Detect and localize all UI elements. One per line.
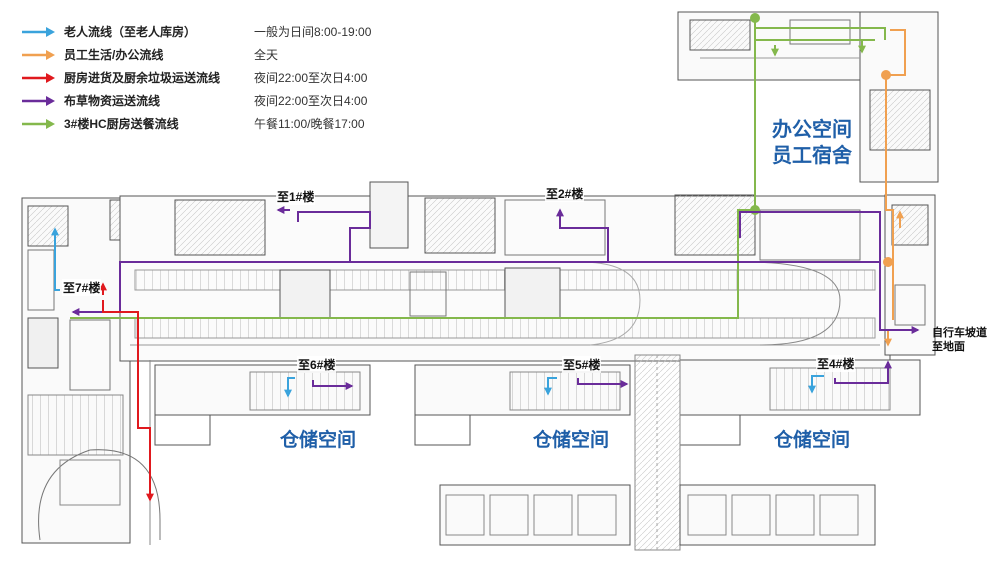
purple-flow-route [75,211,912,387]
zone-label-storage-middle: 仓储空间 [533,430,610,451]
legend-name: 员工生活/办公流线 [64,48,164,62]
legend-row: 老人流线（至老人库房） 一般为日间8:00-19:00 [22,20,402,43]
orange-node-top [881,70,891,80]
legend-arrow-icon [22,95,55,106]
legend-name: 3#楼HC厨房送餐流线 [64,117,179,131]
legend-row: 3#楼HC厨房送餐流线 午餐11:00/晚餐17:00 [22,112,402,135]
blue-flow-route [51,227,824,398]
floor-label-building-2: 至2#楼 [545,185,585,202]
floor-label-building-7: 至7#楼 [62,279,102,296]
legend-time: 午餐11:00/晚餐17:00 [254,117,365,131]
legend-name: 厨房进货及厨余垃圾运送流线 [64,71,221,85]
zone-label-storage-left: 仓储空间 [280,430,357,451]
purple-arrowheads [71,206,920,390]
zone-label-office: 办公空间 员工宿舍 [772,117,852,169]
legend-name: 老人流线（至老人库房） [64,25,197,39]
floor-plan-base [21,11,939,551]
floor-label-building-6: 至6#楼 [297,356,337,373]
legend-row: 布草物资运送流线 夜间22:00至次日4:00 [22,89,402,112]
green-node-top [750,13,760,23]
legend-arrow-icon [22,72,55,83]
legend: 老人流线（至老人库房） 一般为日间8:00-19:00 员工生活/办公流线 全天厨房进… [22,20,402,135]
legend-time: 全天 [254,48,279,62]
legend-time: 夜间22:00至次日4:00 [254,71,368,85]
red-flow-route [99,282,154,502]
legend-arrow-icon [22,118,55,129]
legend-time: 一般为日间8:00-19:00 [254,25,372,39]
bike-ramp-label: 自行车坡道 至地面 [932,326,987,354]
bike-ramp-label-line2: 至地面 [932,341,965,353]
zone-label-office-line1: 办公空间 [772,119,852,141]
legend-row: 员工生活/办公流线 全天 [22,43,402,66]
legend-arrow-icon [22,26,55,37]
bike-ramp-label-line1: 自行车坡道 [932,327,987,339]
green-flow-route [70,20,886,319]
zone-label-office-line2: 员工宿舍 [772,145,852,167]
orange-node-mid [883,257,893,267]
legend-arrow-icon [22,49,55,60]
legend-time: 夜间22:00至次日4:00 [254,94,368,108]
zone-label-storage-right: 仓储空间 [774,430,851,451]
legend-row: 厨房进货及厨余垃圾运送流线 夜间22:00至次日4:00 [22,66,402,89]
floor-label-building-1: 至1#楼 [276,188,316,205]
green-node-mid [750,205,760,215]
floor-label-building-5: 至5#楼 [562,356,602,373]
legend-name: 布草物资运送流线 [64,94,161,108]
floor-label-building-4: 至4#楼 [816,355,856,372]
